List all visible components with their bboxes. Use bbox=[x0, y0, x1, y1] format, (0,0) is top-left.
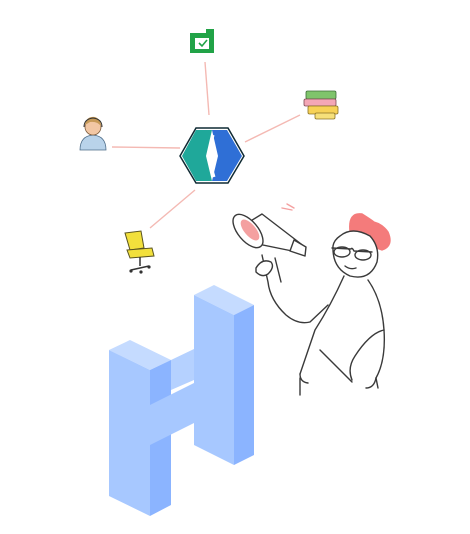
connector-lines bbox=[111, 61, 301, 229]
connector-line-chair bbox=[149, 189, 196, 229]
3d-letter-h-icon bbox=[109, 285, 254, 516]
support-agent-avatar-icon bbox=[79, 116, 107, 151]
green-document-icon bbox=[190, 29, 214, 53]
connector-line-books bbox=[244, 114, 301, 143]
person-with-megaphone-icon bbox=[232, 203, 391, 396]
hexagon-logo-icon bbox=[179, 127, 245, 184]
stacked-books-icon bbox=[303, 90, 339, 120]
office-chair-icon bbox=[124, 230, 155, 274]
connector-line-document bbox=[204, 61, 210, 116]
connector-line-agent bbox=[111, 146, 181, 149]
